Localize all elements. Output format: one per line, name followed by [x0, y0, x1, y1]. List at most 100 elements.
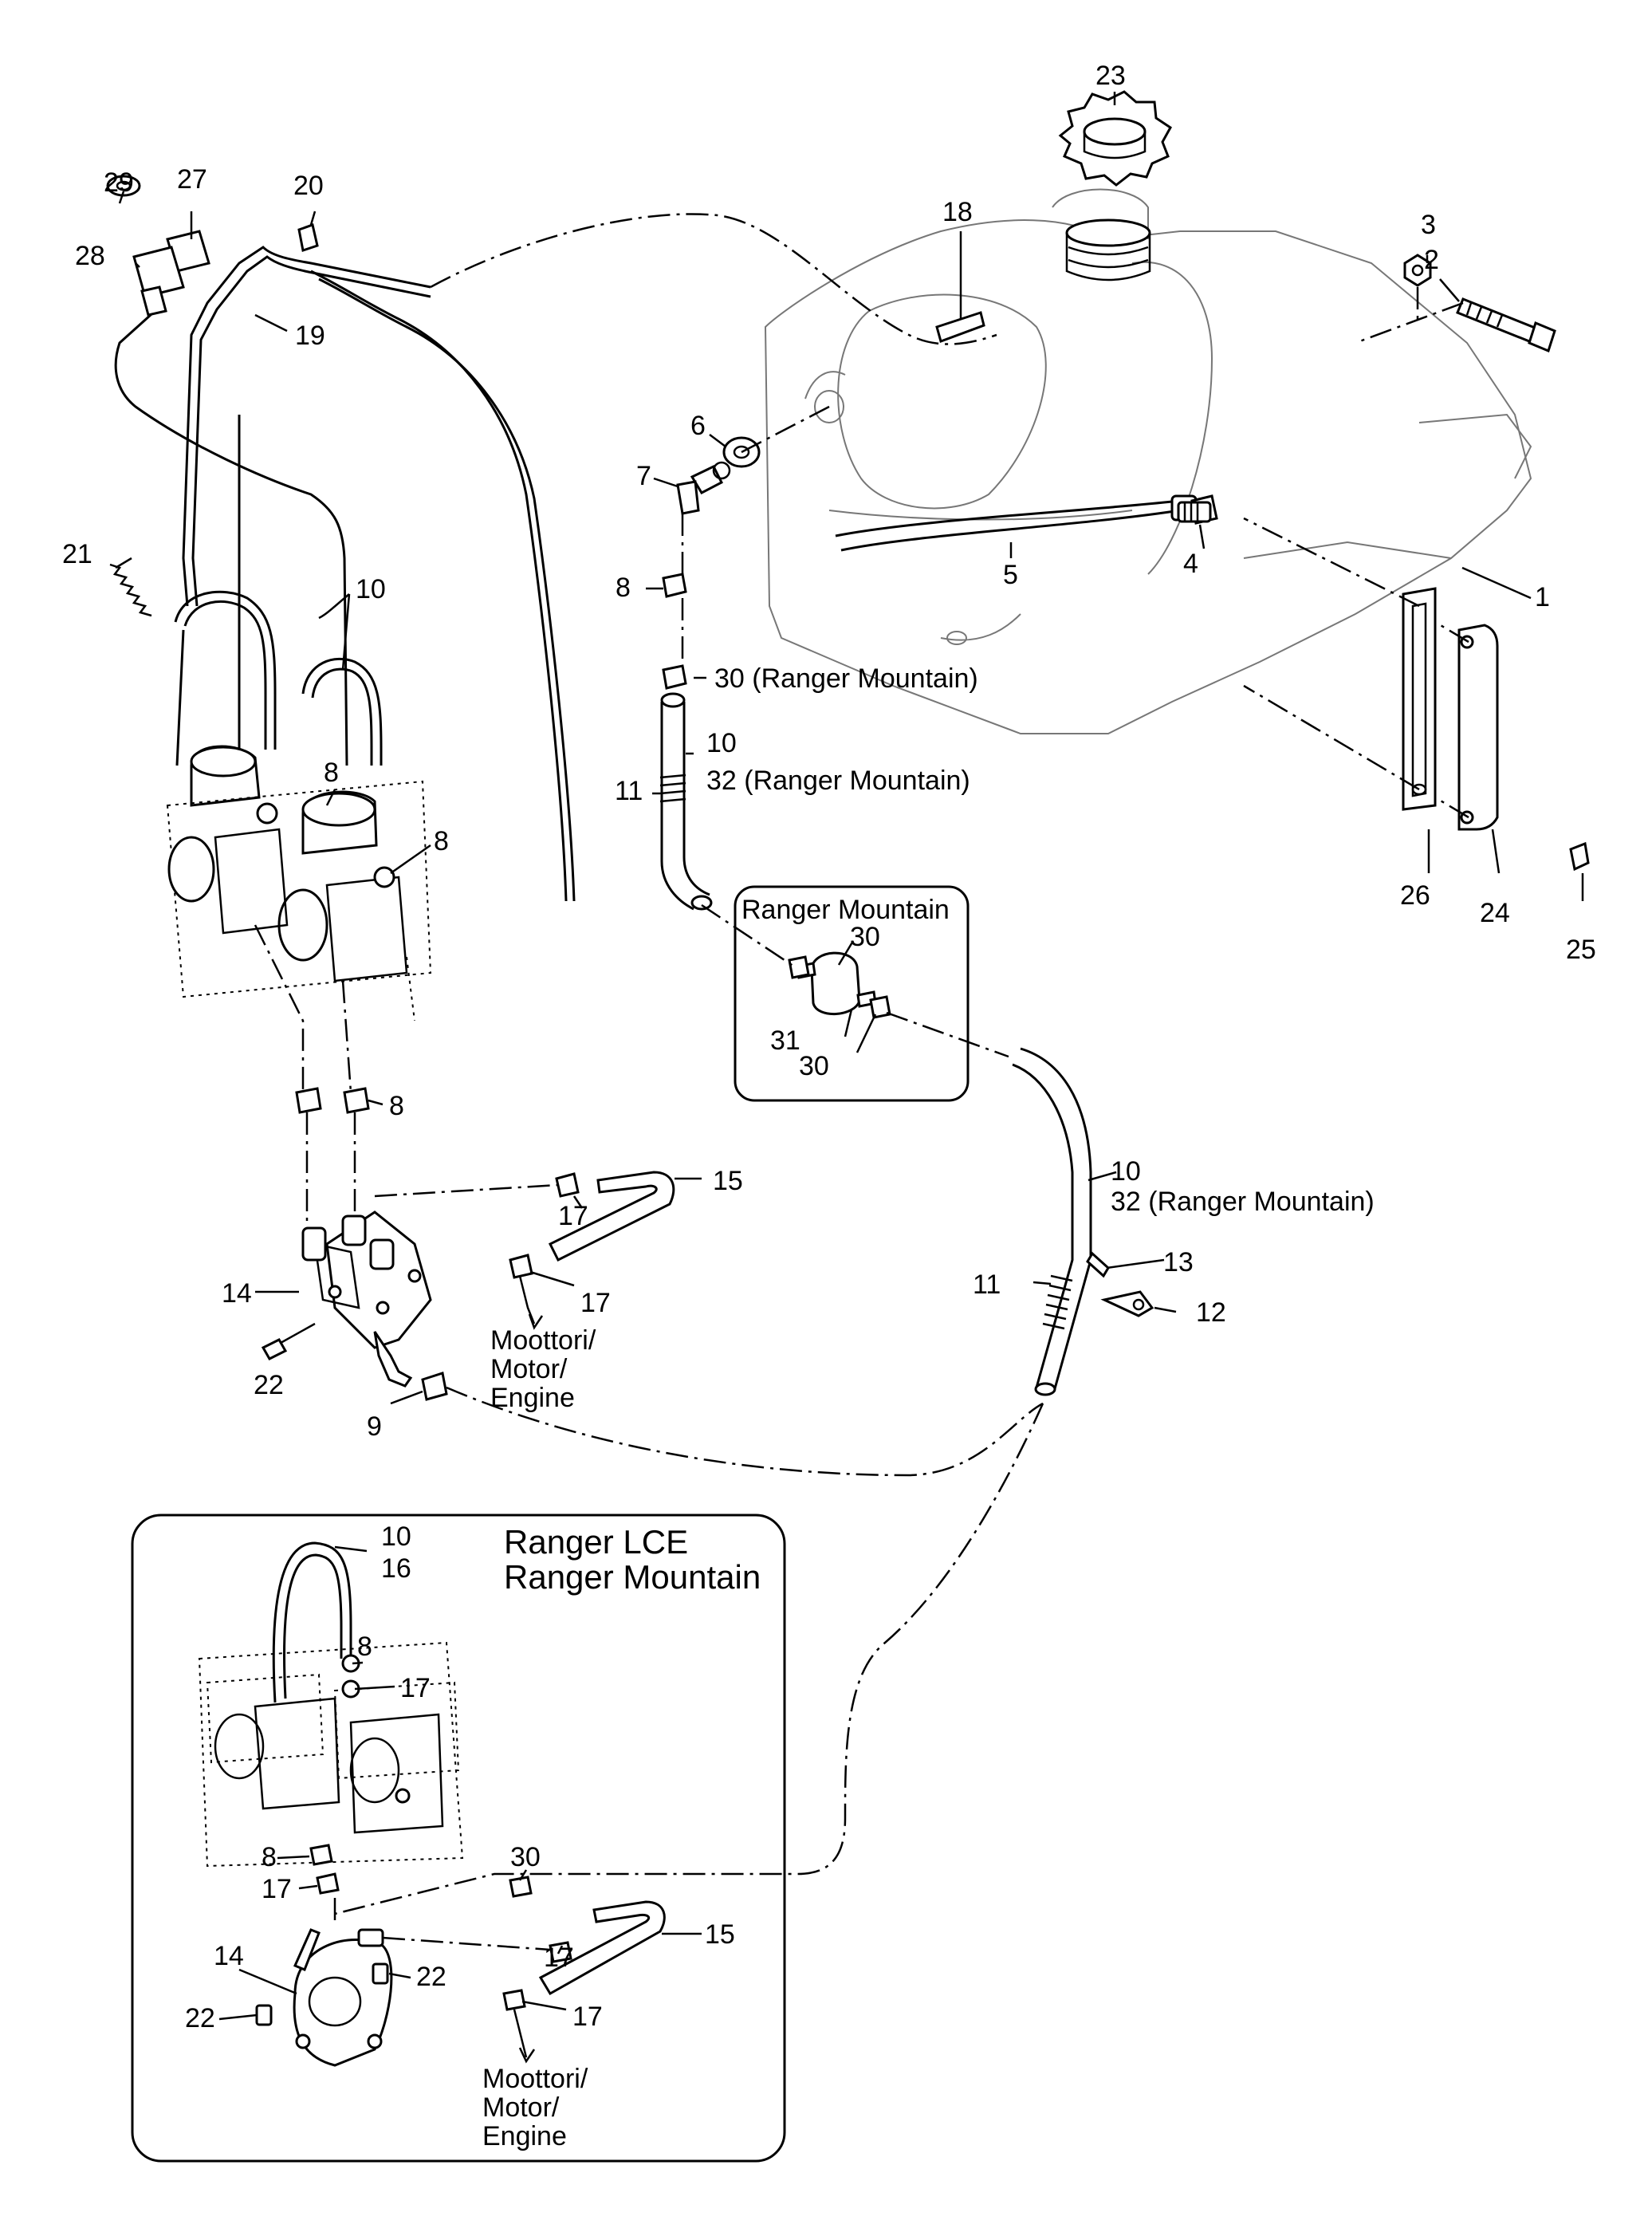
vent-tube-in-tank [935, 311, 985, 343]
clamp [421, 1372, 448, 1401]
callout-31: 31 [770, 1025, 800, 1056]
clamp [295, 1087, 370, 1114]
fuel-tank [764, 188, 1532, 734]
callout-6: 6 [690, 411, 706, 441]
engine-note-lce-line3: Engine [482, 2121, 567, 2151]
fuel-line-upper [659, 692, 713, 911]
callout-15-lce: 15 [705, 1919, 735, 1950]
callout-32-lower: 32 (Ranger Mountain) [1111, 1187, 1375, 1217]
callout-8-carb-right: 8 [434, 826, 449, 856]
vacuum-hose [538, 1900, 666, 1996]
callout-14-lce: 14 [214, 1941, 244, 1971]
fuel-cap [1058, 90, 1172, 187]
clamp [309, 1844, 572, 2011]
nut [1403, 254, 1432, 287]
callout-11-upper: 11 [615, 776, 643, 806]
fuel-filter [788, 951, 891, 1019]
callout-17-top-lower: 17 [580, 1288, 611, 1318]
clamp [509, 1172, 580, 1279]
fuel-line-lower [1012, 1047, 1092, 1396]
callout-16: 16 [381, 1553, 411, 1584]
callout-28: 28 [75, 241, 105, 271]
callout-30-box-top: 30 [850, 922, 880, 952]
small-pad [1569, 841, 1590, 872]
retaining-clip [1100, 1290, 1154, 1317]
callout-22-lce-right: 22 [416, 1962, 446, 1992]
callout-10-lce: 10 [381, 1521, 411, 1552]
callout-27: 27 [177, 164, 207, 195]
callout-19: 19 [295, 321, 325, 351]
callout-4: 4 [1183, 549, 1198, 579]
spring [109, 563, 152, 617]
callout-17-lce-hose: 17 [544, 1943, 574, 1973]
callout-labels: 1 2 3 4 5 6 7 8 8 8 8 8 8 9 10 10 10 10 … [62, 61, 1596, 2151]
callout-17-top-upper: 17 [558, 1201, 588, 1231]
callout-21: 21 [62, 539, 92, 569]
callout-22-lce-left: 22 [185, 2003, 215, 2033]
callout-25: 25 [1566, 935, 1596, 965]
primer [106, 175, 210, 317]
ranger-lce-box-title-2: Ranger Mountain [504, 1558, 761, 1596]
callout-18: 18 [942, 197, 973, 227]
callout-8-carb-left: 8 [324, 758, 339, 788]
engine-note-lce-line2: Motor/ [482, 2092, 560, 2123]
engine-note-lce-line1: Moottori/ [482, 2064, 588, 2094]
callout-3: 3 [1421, 210, 1436, 240]
callout-10-carb: 10 [356, 574, 386, 604]
tank-strap [1402, 587, 1437, 811]
screw [261, 1322, 316, 1360]
callout-8-tank: 8 [616, 573, 631, 603]
screw [255, 1962, 389, 2026]
callout-8-lce-top: 8 [357, 1632, 372, 1662]
callout-5: 5 [1003, 560, 1018, 590]
ranger-lce-box-title-1: Ranger LCE [504, 1523, 688, 1561]
callout-20: 20 [293, 171, 324, 201]
callout-32-upper: 32 (Ranger Mountain) [706, 766, 970, 796]
callout-30-lce: 30 [510, 1842, 541, 1872]
mounting-bolt [1456, 297, 1556, 353]
callout-13: 13 [1163, 1247, 1194, 1277]
callout-17-lce-engine: 17 [572, 2002, 603, 2032]
engine-note-top-line3: Engine [490, 1383, 575, 1413]
fuel-pump-top [301, 1210, 432, 1388]
engine-note-top-line1: Moottori/ [490, 1325, 596, 1356]
callout-26: 26 [1400, 880, 1430, 911]
ranger-mountain-box-title: Ranger Mountain [741, 895, 950, 925]
fuel-pump-lce [293, 1928, 393, 2067]
carburetor-assembly-lce [198, 1541, 464, 1868]
outlet-fitting [1177, 501, 1212, 523]
callout-9: 9 [367, 1411, 382, 1442]
callout-24: 24 [1480, 898, 1510, 928]
callout-30-ranger-mountain: 30 (Ranger Mountain) [714, 663, 978, 694]
callout-12: 12 [1196, 1297, 1226, 1328]
strap-pad [1457, 624, 1499, 831]
callout-17-lce-carb: 17 [400, 1673, 431, 1703]
fuel-pickup-tube [835, 494, 1218, 552]
callout-10-upper: 10 [706, 728, 737, 758]
primer-lines [114, 213, 997, 902]
leader-lines [115, 92, 1584, 2021]
ranger-mountain-box [734, 885, 970, 1102]
fitting [1086, 1251, 1110, 1278]
callout-15-top: 15 [713, 1166, 743, 1196]
callout-7: 7 [636, 461, 651, 491]
t-connector [297, 223, 319, 252]
callout-17-lce-pump: 17 [262, 1874, 292, 1904]
callout-8-pump: 8 [389, 1091, 404, 1121]
callout-11-lower: 11 [973, 1270, 1001, 1300]
callout-30-box-bottom: 30 [799, 1051, 829, 1081]
callout-22-top: 22 [254, 1370, 284, 1400]
callout-14-top: 14 [222, 1278, 252, 1309]
ranger-lce-mountain-box [131, 1514, 786, 2163]
callout-8-lce-bottom: 8 [262, 1842, 277, 1872]
callout-2: 2 [1424, 245, 1439, 275]
callout-1: 1 [1535, 582, 1550, 612]
callout-23: 23 [1095, 61, 1126, 91]
filler-neck [1065, 218, 1151, 281]
vacuum-hose [548, 1171, 675, 1262]
callout-10-lower: 10 [1111, 1156, 1141, 1187]
engine-note-top-line2: Motor/ [490, 1354, 568, 1384]
callout-29: 29 [104, 167, 134, 198]
carburetor-assembly-top [166, 590, 432, 1022]
